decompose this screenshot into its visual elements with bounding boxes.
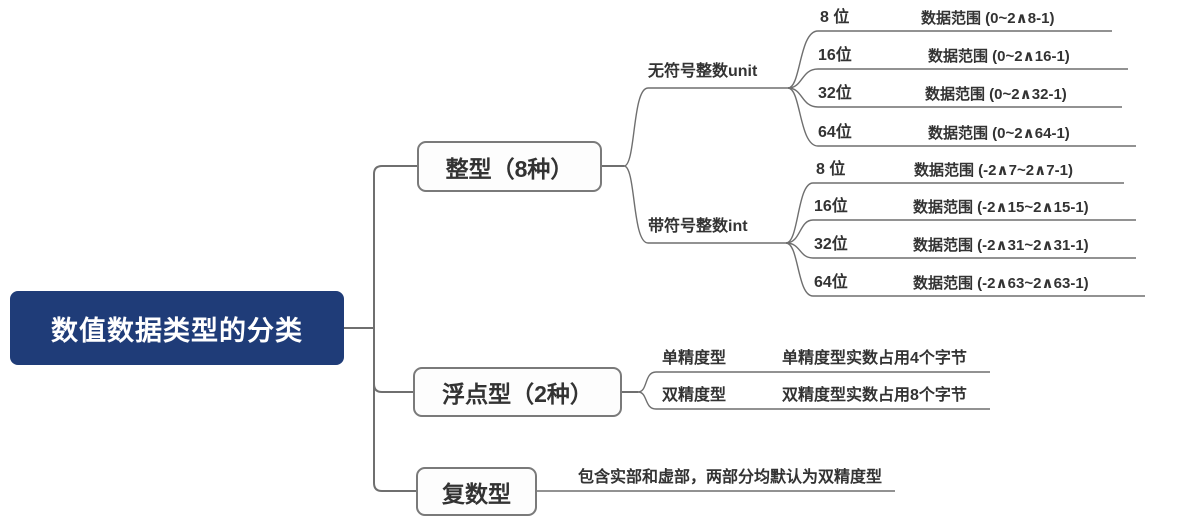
root-topic[interactable]: 数值数据类型的分类: [10, 291, 344, 365]
root-topic-label: 数值数据类型的分类: [51, 315, 303, 346]
topic-unsigned-label[interactable]: 无符号整数unit: [648, 63, 758, 80]
float-single-desc[interactable]: 单精度型实数占用4个字节: [782, 350, 967, 367]
unsigned-bits-16[interactable]: 16位: [818, 47, 852, 64]
float-single-label[interactable]: 单精度型: [662, 350, 727, 367]
signed-range-16[interactable]: 数据范围 (-2∧15~2∧15-1): [913, 199, 1089, 216]
unsigned-bits-8[interactable]: 8 位: [820, 9, 850, 26]
unsigned-row-line-32: [787, 87, 1122, 108]
signed-range-8[interactable]: 数据范围 (-2∧7~2∧7-1): [914, 162, 1073, 179]
unsigned-label-line: [623, 87, 788, 167]
unsigned-range-32[interactable]: 数据范围 (0~2∧32-1): [925, 86, 1067, 103]
float-double-desc[interactable]: 双精度型实数占用8个字节: [782, 387, 967, 404]
signed-row-line-64: [785, 242, 1145, 297]
float-row-line-double: [637, 391, 990, 410]
topic-complex-label: 复数型: [442, 480, 511, 507]
unsigned-range-64[interactable]: 数据范围 (0~2∧64-1): [928, 125, 1070, 142]
unsigned-range-8[interactable]: 数据范围 (0~2∧8-1): [921, 10, 1055, 27]
topic-complex[interactable]: 复数型: [416, 467, 537, 516]
topic-float-label: 浮点型（2种）: [442, 381, 593, 407]
signed-row-line-8: [785, 182, 1124, 244]
topic-integer[interactable]: 整型（8种）: [417, 141, 602, 192]
topic-integer-label: 整型（8种）: [445, 155, 574, 182]
topic-float[interactable]: 浮点型（2种）: [413, 367, 622, 417]
signed-row-line-16: [785, 219, 1136, 244]
unsigned-range-16[interactable]: 数据范围 (0~2∧16-1): [928, 48, 1070, 65]
unsigned-row-line-8: [787, 30, 1112, 89]
signed-range-64[interactable]: 数据范围 (-2∧63~2∧63-1): [913, 275, 1089, 292]
branch-line-integer: [373, 165, 417, 328]
float-row-line-single: [637, 371, 990, 393]
signed-label-line: [623, 165, 786, 244]
signed-range-32[interactable]: 数据范围 (-2∧31~2∧31-1): [913, 237, 1089, 254]
float-double-label[interactable]: 双精度型: [662, 387, 727, 404]
branch-line-complex: [373, 328, 416, 492]
topic-signed-label[interactable]: 带符号整数int: [648, 218, 748, 235]
unsigned-row-line-16: [787, 68, 1128, 89]
signed-bits-8[interactable]: 8 位: [816, 161, 846, 178]
signed-bits-64[interactable]: 64位: [814, 274, 848, 291]
branch-line-float: [373, 328, 413, 393]
signed-bits-32[interactable]: 32位: [814, 236, 848, 253]
unsigned-bits-32[interactable]: 32位: [818, 85, 852, 102]
complex-desc[interactable]: 包含实部和虚部，两部分均默认为双精度型: [578, 469, 883, 486]
unsigned-bits-64[interactable]: 64位: [818, 124, 852, 141]
unsigned-row-line-64: [787, 87, 1136, 147]
signed-bits-16[interactable]: 16位: [814, 198, 848, 215]
signed-row-line-32: [785, 242, 1136, 259]
